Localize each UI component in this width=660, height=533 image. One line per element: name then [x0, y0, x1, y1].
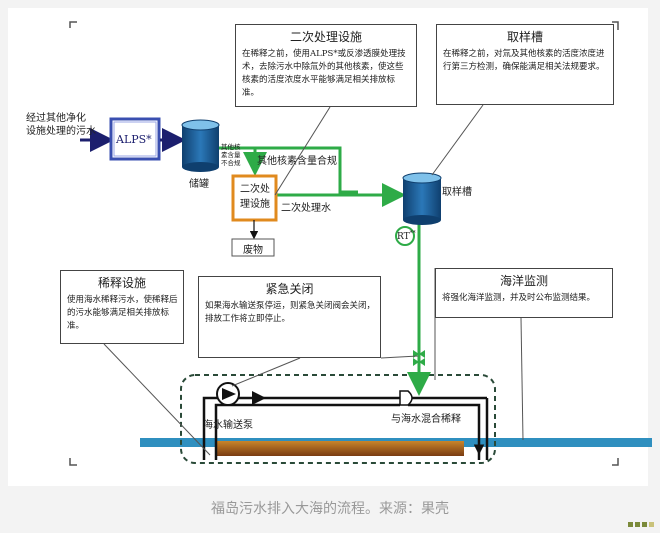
alps-label: ALPS* [116, 133, 152, 146]
alps-box [109, 117, 161, 161]
inflow-label: 经过其他净化 设施处理的污水 [26, 113, 96, 137]
pump-label: 海水输送泵 [203, 420, 253, 431]
rt-label: RT** [397, 230, 416, 242]
ocean-monitoring-body: 将强化海洋监测，并及时公布监测结果。 [442, 293, 596, 303]
figure-caption: 福岛污水排入大海的流程。来源：果壳 [211, 501, 449, 517]
dilution-title: 稀释设施 [97, 276, 146, 290]
secondary-water-label: 二次处理水 [281, 203, 331, 214]
secondary-treatment-title: 二次处理设施 [289, 30, 362, 44]
sampling-tank [402, 172, 442, 225]
dilution-callout: 稀释设施 使用海水稀释污水，使稀释后的污水能够满足相关排放标准。 [60, 270, 184, 344]
emergency-shutdown-body: 如果海水输送泵停运，则紧急关闭阀会关闭，排放工作将立即停止。 [205, 301, 376, 324]
mixing-label: 与海水混合稀释 [391, 414, 461, 425]
sampling-tank-callout: 取样槽 在稀释之前，对氚及其他核素的活度浓度进行第三方检测，确保能满足相关法规要… [436, 24, 614, 105]
secondary-treatment-callout: 二次处理设施 在稀释之前，使用ALPS*或反渗透膜处理技术，去除污水中除氚外的其… [235, 24, 417, 107]
ocean-monitoring-title: 海洋监测 [499, 274, 548, 288]
sampling-tank-label: 取样槽 [442, 187, 472, 198]
rt-monitor [395, 226, 415, 246]
ocean-monitoring-callout: 海洋监测 将强化海洋监测，并及时公布监测结果。 [435, 268, 613, 318]
emergency-shutdown-title: 紧急关闭 [265, 282, 314, 296]
mixing-junction [399, 390, 413, 406]
sampling-tank-title: 取样槽 [506, 30, 543, 44]
seabed-sediment [216, 441, 464, 456]
secondary-facility-box [231, 174, 278, 222]
sampling-tank-body: 在稀释之前，对氚及其他核素的活度浓度进行第三方检测，确保能满足相关法规要求。 [443, 49, 605, 72]
waste-label: 废物 [243, 245, 263, 256]
secondary-facility-label: 二次处 理设施 [240, 184, 270, 210]
dilution-body: 使用海水稀释污水，使稀释后的污水能够满足相关排放标准。 [67, 295, 178, 331]
storage-tank-note: 其他核 素含量 不合规 [221, 143, 241, 167]
emergency-shutdown-callout: 紧急关闭 如果海水输送泵停运，则紧急关闭阀会关闭，排放工作将立即停止。 [198, 276, 381, 358]
secondary-treatment-body: 在稀释之前，使用ALPS*或反渗透膜处理技术，去除污水中除氚外的其他核素，使这些… [242, 49, 406, 98]
dilution-enclosure [180, 374, 496, 464]
emergency-valve-icon [413, 350, 425, 366]
storage-tank-label: 储罐 [189, 179, 209, 190]
storage-tank [181, 119, 220, 172]
decorative-dots [628, 522, 654, 527]
compliant-label: 其他核素含量合规 [257, 156, 337, 167]
waste-box [231, 238, 275, 257]
